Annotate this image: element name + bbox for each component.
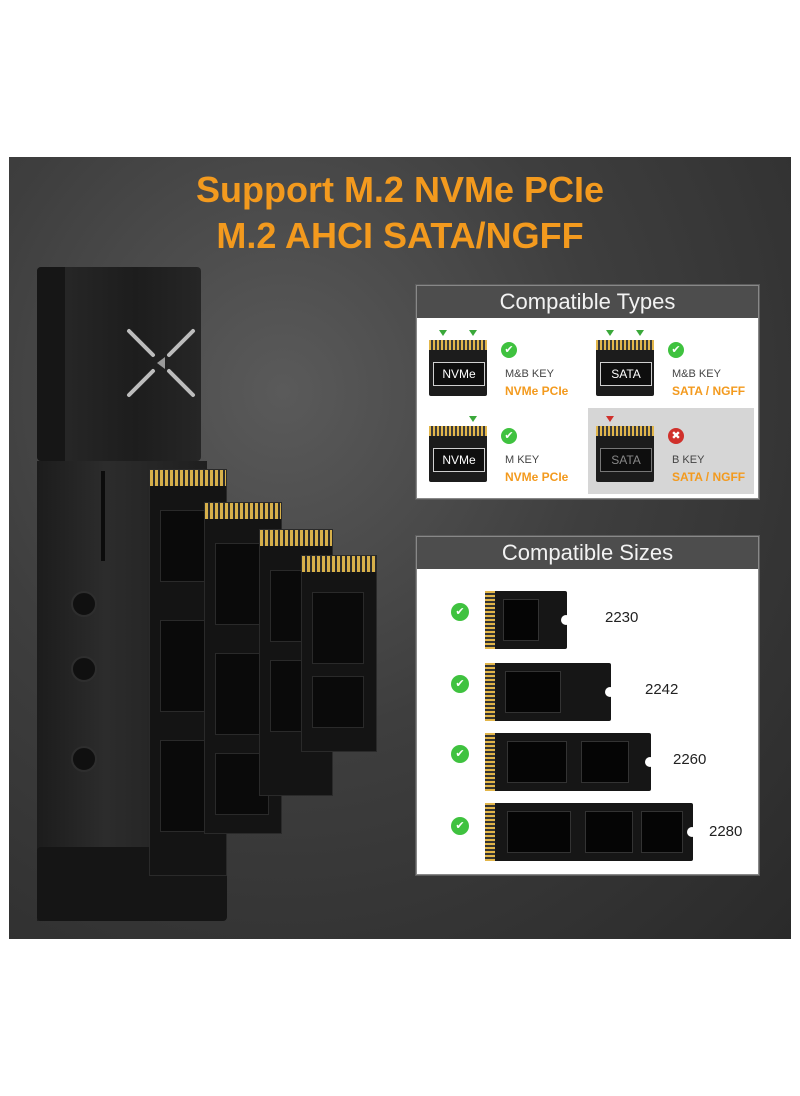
enclosure-cap-side <box>37 267 65 461</box>
ssd-2242-icon <box>485 663 615 721</box>
type-key: M&B KEY <box>505 368 554 380</box>
x-logo-icon <box>127 329 195 397</box>
type-protocol: SATA / NGFF <box>672 470 746 484</box>
ssd-2280-icon <box>485 803 697 861</box>
type-protocol: SATA / NGFF <box>672 384 746 398</box>
type-key: M&B KEY <box>672 368 721 380</box>
check-icon: ✔ <box>501 428 517 444</box>
type-card-nvme-m-key: NVMe ✔ M KEY NVMe PCIe <box>421 408 587 494</box>
headline-line-1: Support M.2 NVMe PCIe <box>195 169 605 210</box>
size-row-2230: ✔ 2230 <box>417 577 758 649</box>
m2-chip-icon: NVMe <box>429 330 487 396</box>
size-label: 2280 <box>709 823 743 840</box>
compatible-sizes-panel: Compatible Sizes ✔ 2230 ✔ 2242 ✔ 2260 ✔ <box>416 536 759 875</box>
cross-icon: ✖ <box>668 428 684 444</box>
type-card-nvme-mb-key: NVMe ✔ M&B KEY NVMe PCIe <box>421 322 587 408</box>
type-key: M KEY <box>505 454 540 466</box>
enclosure-screw <box>71 656 97 682</box>
compatible-types-title: Compatible Types <box>417 286 758 318</box>
product-banner: Support M.2 NVMe PCIe M.2 AHCI SATA/NGFF <box>9 157 791 939</box>
size-row-2242: ✔ 2242 <box>417 649 758 721</box>
check-icon: ✔ <box>451 817 469 835</box>
m2-chip-icon: SATA <box>596 416 654 482</box>
check-icon: ✔ <box>451 675 469 693</box>
size-row-2260: ✔ 2260 <box>417 719 758 791</box>
enclosure-screw <box>71 591 97 617</box>
enclosure-cap <box>37 267 201 461</box>
headline-line-2: M.2 AHCI SATA/NGFF <box>216 215 584 256</box>
m2-card-2230 <box>301 555 377 752</box>
type-card-sata-mb-key: SATA ✔ M&B KEY SATA / NGFF <box>588 322 754 408</box>
ssd-2230-icon <box>485 591 571 649</box>
headline: Support M.2 NVMe PCIe M.2 AHCI SATA/NGFF <box>9 167 791 259</box>
type-protocol: NVMe PCIe <box>505 384 569 398</box>
size-label: 2260 <box>673 751 707 768</box>
compatible-types-panel: Compatible Types NVMe ✔ M&B KEY NVMe PCI… <box>416 285 759 499</box>
type-key: B KEY <box>672 454 705 466</box>
m2-chip-icon: NVMe <box>429 416 487 482</box>
ssd-2260-icon <box>485 733 655 791</box>
compatible-sizes-title: Compatible Sizes <box>417 537 758 569</box>
check-icon: ✔ <box>668 342 684 358</box>
enclosure-screw <box>71 746 97 772</box>
m2-chip-icon: SATA <box>596 330 654 396</box>
size-label: 2230 <box>605 609 639 626</box>
check-icon: ✔ <box>451 603 469 621</box>
check-icon: ✔ <box>501 342 517 358</box>
check-icon: ✔ <box>451 745 469 763</box>
size-label: 2242 <box>645 681 679 698</box>
size-row-2280: ✔ 2280 <box>417 791 758 861</box>
enclosure-slot <box>101 471 105 561</box>
type-protocol: NVMe PCIe <box>505 470 569 484</box>
type-card-sata-b-key: SATA ✖ B KEY SATA / NGFF <box>588 408 754 494</box>
